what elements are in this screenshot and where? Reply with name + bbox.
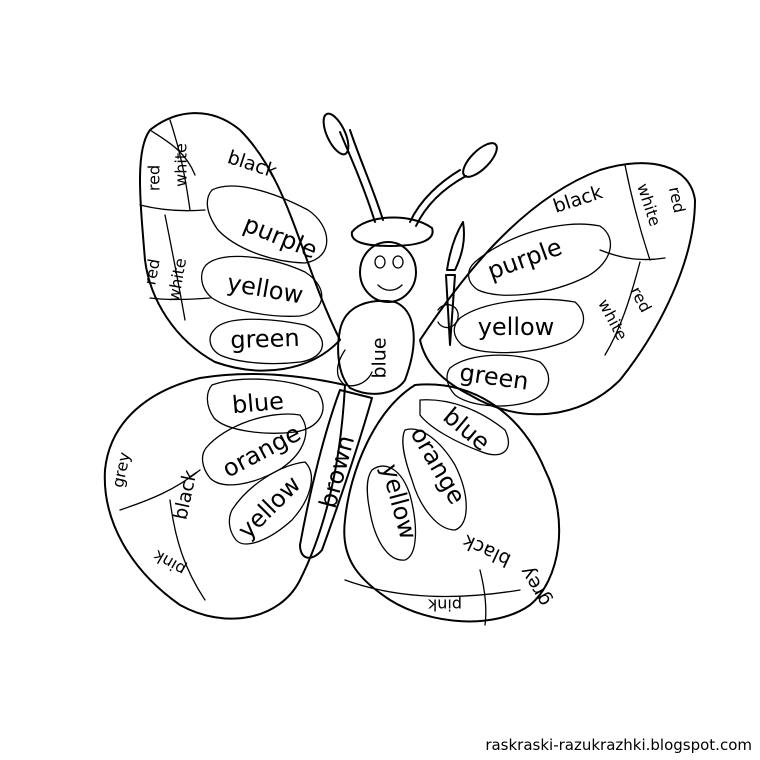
label-ur-red-mid: red (626, 283, 655, 315)
label-ul-white-top: white (172, 143, 191, 187)
label-ur-white-mid: white (594, 296, 631, 344)
label-ll-black: black (170, 468, 202, 522)
label-ul-yellow: yellow (225, 269, 305, 310)
label-ur-purple: purple (484, 233, 566, 286)
butterfly-outline (103, 112, 696, 626)
label-lr-yellow: yellow (376, 461, 423, 542)
label-ul-purple: purple (239, 210, 321, 265)
label-ll-blue: blue (231, 387, 285, 419)
label-ul-green: green (230, 324, 300, 354)
label-lr-black: black (459, 530, 514, 571)
label-ul-red-top: red (145, 165, 164, 191)
label-tail-brown: brown (314, 432, 360, 511)
label-ll-pink: pink (149, 546, 189, 580)
label-ur-black: black (550, 181, 605, 218)
label-lr-pink: pink (427, 596, 462, 615)
label-ll-yellow: yellow (232, 470, 306, 544)
label-ur-yellow: yellow (478, 313, 555, 341)
label-ul-black: black (225, 146, 280, 183)
site-watermark: raskraski-razukrazhki.blogspot.com (485, 736, 752, 754)
label-ur-green: green (458, 358, 531, 395)
label-lr-blue: blue (438, 402, 496, 457)
label-ul-white-mid: white (164, 257, 190, 303)
label-body-blue: blue (369, 337, 391, 378)
label-ul-red-mid: red (140, 257, 163, 286)
label-ll-grey: grey (108, 450, 134, 489)
label-ur-red-top: red (665, 185, 689, 215)
label-lr-grey: grey (515, 562, 555, 610)
